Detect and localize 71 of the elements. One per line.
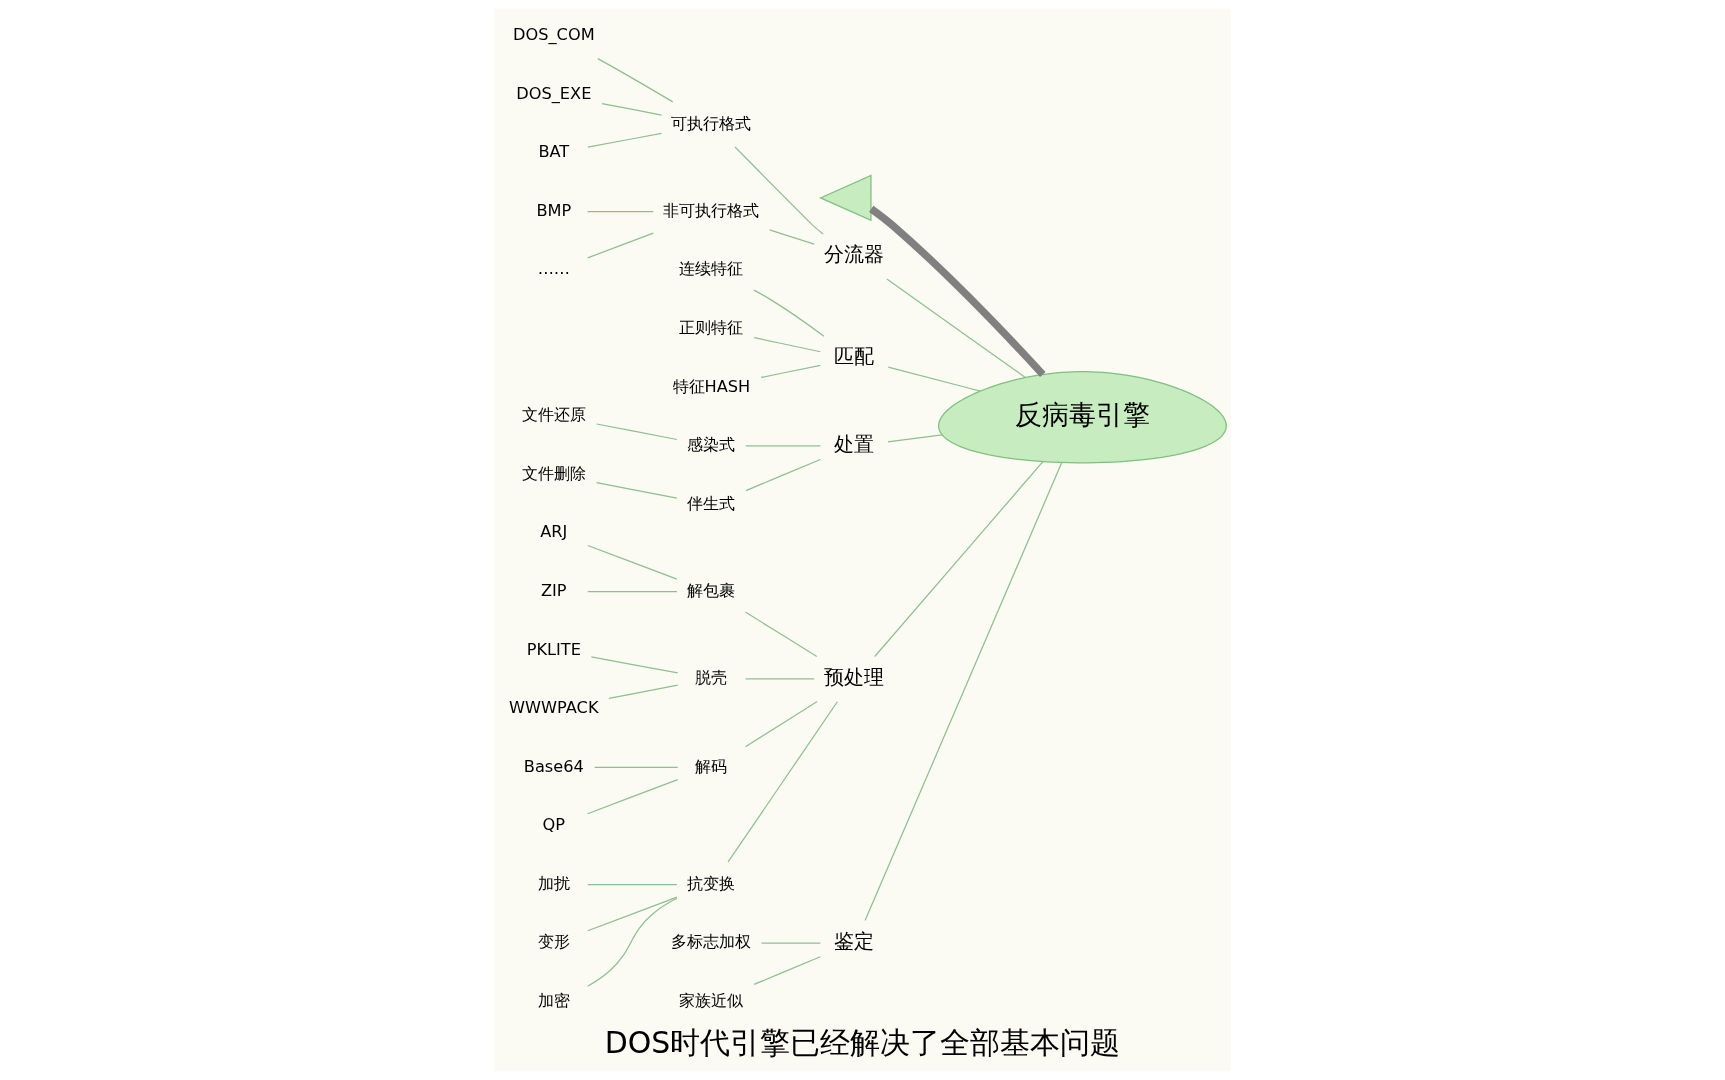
- node-text: 可执行格式: [671, 113, 752, 133]
- connector: [886, 278, 1026, 379]
- node-text: PKLITE: [526, 639, 581, 659]
- connector: [587, 883, 678, 886]
- connector: [586, 779, 679, 815]
- node-text: Base64: [523, 756, 584, 776]
- node-text: 解包裹: [687, 580, 736, 600]
- node-text: 脱壳: [695, 668, 728, 688]
- node-text: BAT: [538, 142, 570, 162]
- connector: [587, 132, 663, 148]
- connector: [753, 337, 821, 353]
- connector: [869, 205, 1046, 377]
- connector: [587, 544, 678, 580]
- connector: [753, 289, 825, 337]
- node-text: BMP: [536, 200, 572, 220]
- connector: [595, 481, 678, 499]
- connector: [864, 461, 1063, 922]
- node-text: 预处理: [824, 665, 885, 689]
- node-text: DOS_COM: [513, 25, 595, 45]
- connector: [744, 700, 818, 748]
- node-text: 感染式: [687, 435, 736, 455]
- node-text: 文件还原: [521, 405, 586, 425]
- connector: [874, 461, 1044, 658]
- connector: [587, 896, 678, 932]
- node-text: 变形: [537, 932, 570, 952]
- connector: [745, 445, 821, 447]
- connector: [745, 611, 818, 658]
- node-text: ZIP: [541, 580, 567, 600]
- connector: [887, 366, 981, 392]
- node-text: 非可执行格式: [663, 200, 760, 220]
- node-text: ……: [537, 259, 570, 279]
- node-text: 特征HASH: [672, 376, 751, 396]
- connector: [587, 897, 678, 987]
- node-text: 分流器: [824, 243, 885, 267]
- node-text: 文件删除: [521, 463, 586, 483]
- connector: [595, 423, 678, 441]
- node-text: 连续特征: [679, 259, 744, 279]
- node-text: ARJ: [540, 522, 568, 542]
- connector: [734, 146, 824, 235]
- connector: [608, 684, 679, 700]
- node-text: 加扰: [537, 873, 570, 893]
- node-text: 解码: [695, 756, 728, 776]
- node-text: WWWPACK: [509, 698, 599, 718]
- node-triangle: [818, 174, 872, 222]
- connector: [760, 942, 821, 944]
- connector: [727, 701, 838, 863]
- node-text: 抗变换: [687, 873, 736, 893]
- node-text: 伴生式: [687, 493, 736, 513]
- node-text: 家族近似: [679, 990, 744, 1010]
- connector: [586, 232, 654, 259]
- connector: [590, 656, 679, 674]
- node-text: 处置: [834, 432, 875, 456]
- connector: [745, 458, 821, 492]
- node-text: DOS_EXE: [516, 83, 592, 103]
- connector: [586, 211, 654, 213]
- connector: [594, 766, 679, 769]
- connector: [760, 364, 821, 379]
- connector: [744, 678, 815, 680]
- node-text: 多标志加权: [671, 932, 752, 952]
- connector: [587, 591, 678, 593]
- node-text: 鉴定: [834, 929, 875, 953]
- node-text: 加密: [537, 990, 570, 1010]
- node-text: QP: [542, 815, 566, 835]
- node-text: 匹配: [834, 345, 875, 369]
- connector: [769, 229, 815, 245]
- caption: DOS时代引擎已经解决了全部基本问题: [604, 1025, 1121, 1061]
- node-text: 正则特征: [679, 318, 744, 338]
- connector: [887, 434, 943, 443]
- connector: [601, 102, 663, 116]
- connector: [753, 956, 821, 986]
- connector: [597, 58, 674, 103]
